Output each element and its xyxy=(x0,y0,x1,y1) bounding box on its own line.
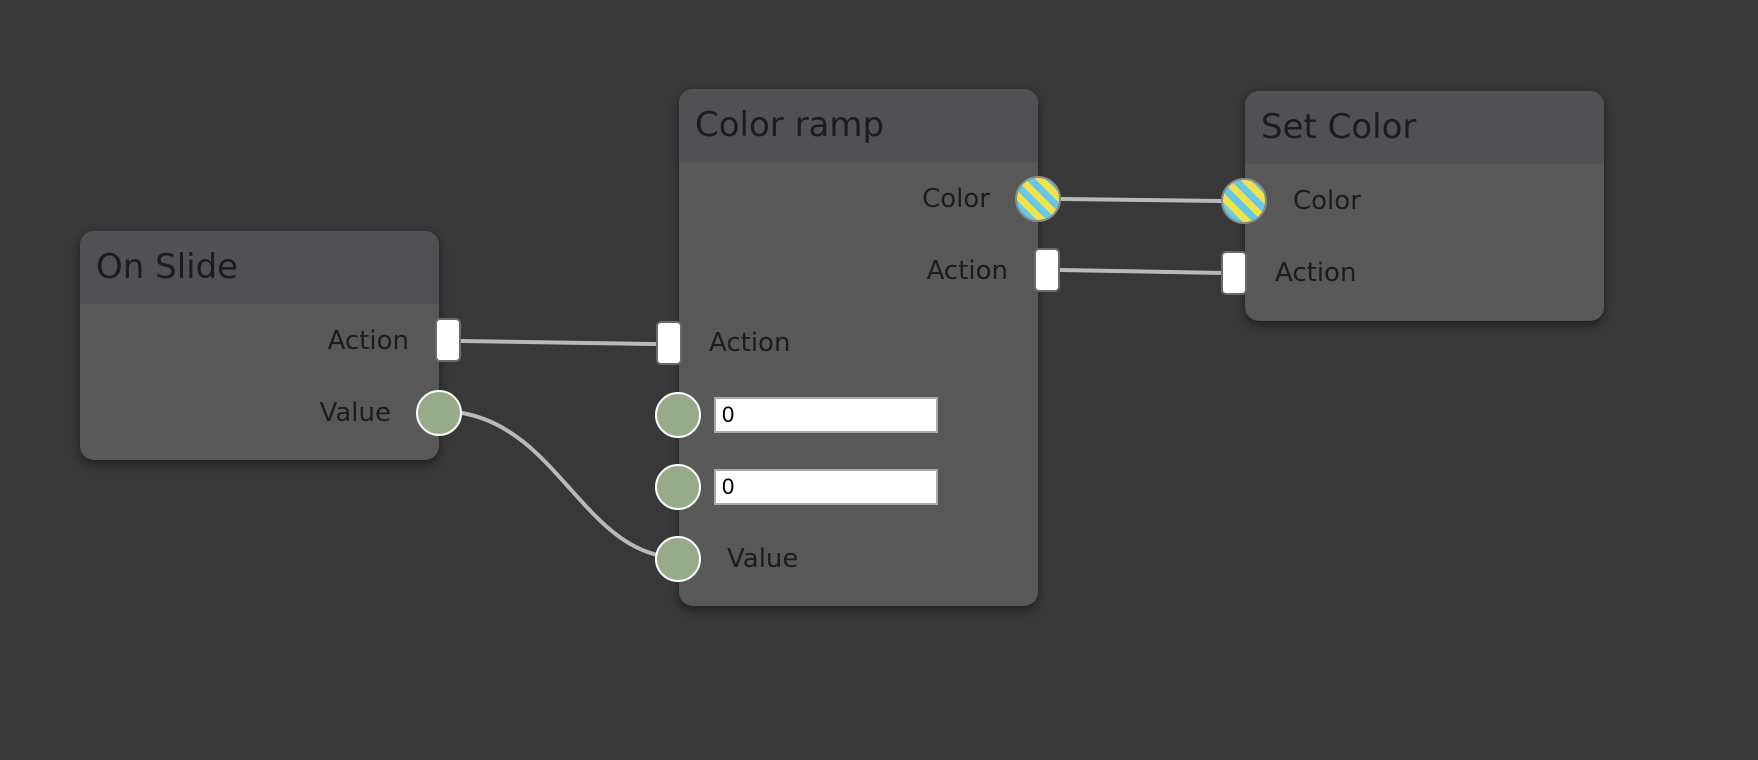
min-value-input[interactable] xyxy=(714,397,938,433)
wire-onslide-action-to-colorramp-action[interactable] xyxy=(460,339,657,346)
color-port-icon[interactable] xyxy=(1221,178,1267,224)
input-label-action: Action xyxy=(709,328,791,358)
node-set-color[interactable]: Set Color Color Action xyxy=(1245,91,1604,321)
input-label-color: Color xyxy=(1293,186,1361,216)
node-color-ramp[interactable]: Color ramp Color Action Action Value xyxy=(679,89,1038,606)
value-port-icon[interactable] xyxy=(416,390,462,436)
value-port-icon[interactable] xyxy=(655,464,701,510)
wire-onslide-value-to-colorramp-value[interactable] xyxy=(460,411,680,560)
input-label-value: Value xyxy=(727,544,799,574)
wire-colorramp-action-to-setcolor-action[interactable] xyxy=(1058,268,1226,275)
output-label-action: Action xyxy=(327,326,409,356)
color-port-icon[interactable] xyxy=(1015,176,1061,222)
node-title[interactable]: Color ramp xyxy=(679,89,1038,162)
input-label-action: Action xyxy=(1275,258,1357,288)
action-port-icon[interactable] xyxy=(656,321,682,365)
wire-colorramp-color-to-setcolor-color[interactable] xyxy=(1060,197,1224,203)
output-label-value: Value xyxy=(319,398,391,428)
output-label-action: Action xyxy=(926,256,1008,286)
value-port-icon[interactable] xyxy=(655,536,701,582)
node-title[interactable]: Set Color xyxy=(1245,91,1604,164)
output-label-color: Color xyxy=(922,184,990,214)
max-value-input[interactable] xyxy=(714,469,938,505)
action-port-icon[interactable] xyxy=(435,318,461,362)
value-port-icon[interactable] xyxy=(655,392,701,438)
node-on-slide[interactable]: On Slide Action Value xyxy=(80,231,439,460)
node-title[interactable]: On Slide xyxy=(80,231,439,304)
action-port-icon[interactable] xyxy=(1034,248,1060,292)
action-port-icon[interactable] xyxy=(1221,251,1247,295)
